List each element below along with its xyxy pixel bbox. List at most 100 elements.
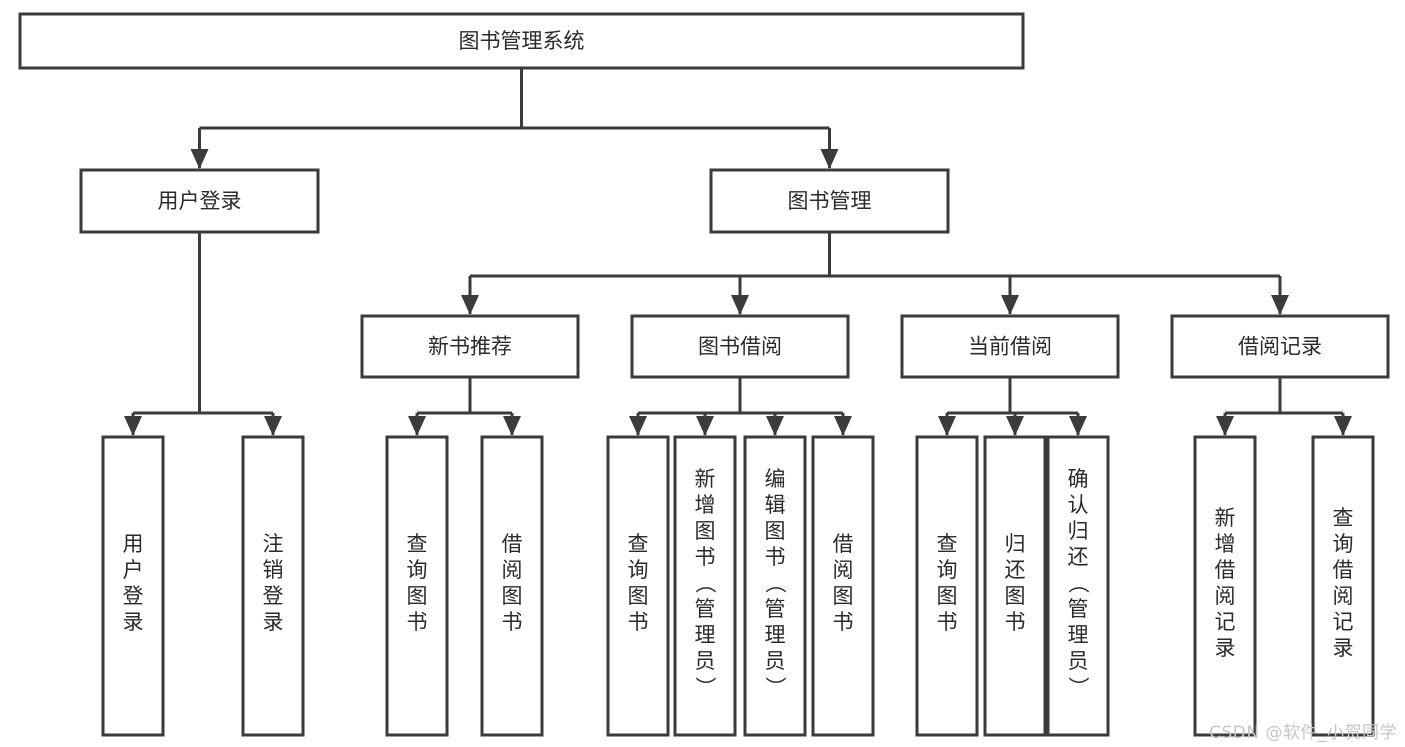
node-label-char: 新 [1215,506,1236,530]
arrow-head-icon [264,416,282,436]
node-label-char: 还 [1005,558,1026,582]
node-label-char: 增 [1215,532,1236,556]
node-label-char: 书 [407,610,428,634]
arrow-head-icon [461,295,479,315]
arrow-head-icon [190,149,209,169]
node-records[interactable]: 借阅记录 [1170,314,1390,379]
node-box [480,435,544,737]
node-label-char: 询 [407,558,428,582]
node-newbook[interactable]: 新书推荐 [360,314,580,379]
node-box [79,168,320,234]
node-label-char: 录 [123,610,144,634]
node-label-char: 书 [628,610,649,634]
node-label-char: 编 [765,467,786,491]
node-label-char: 理 [1068,623,1089,647]
node-label-char: 管 [1068,597,1089,621]
node-label-char: 图 [695,519,716,543]
node-label-char: 管 [765,597,786,621]
node-label-char: 询 [937,558,958,582]
node-label: 用户登录 [158,189,242,213]
node-root[interactable]: 图书管理系统 [18,12,1025,70]
node-label-char: 阅 [502,558,523,582]
watermark-label: CSDN @软件_小贺同学 [1209,723,1397,743]
node-label-char: 确 [1068,467,1089,491]
node-label-char: 管 [695,597,716,621]
node-label-char: 借 [1215,558,1236,582]
edges-from-records [1216,377,1352,436]
edges-from-borrow [629,377,852,436]
node-label-char: 登 [123,584,144,608]
node-label-char: 查 [937,532,958,556]
node-label-char: 查 [407,532,428,556]
node-box [1193,435,1257,737]
node-label-char: 记 [1215,610,1236,634]
node-borrow[interactable]: 图书借阅 [630,314,850,379]
node-label-char: 注 [263,532,284,556]
edges-from-current [938,377,1087,436]
node-label-char: 图 [937,584,958,608]
arrow-head-icon [503,416,521,436]
arrow-head-icon [124,416,142,436]
node-label-char: 阅 [833,558,854,582]
node-box [18,12,1025,70]
edge-layer [124,68,1352,436]
node-label-char: 户 [123,558,144,582]
node-label-char: （ [763,573,787,594]
node-label-char: 查 [1333,506,1354,530]
node-label-char: 登 [263,584,284,608]
node-box [673,435,737,737]
node-label-char: 增 [695,493,716,517]
node-box [1046,435,1110,737]
node-label-char: ） [693,677,717,698]
node-label: 图书借阅 [698,335,782,359]
node-label-char: 图 [407,584,428,608]
node-label: 图书管理 [788,189,872,213]
arrow-head-icon [1216,416,1234,436]
arrow-head-icon [766,416,784,436]
node-label-char: 用 [123,532,144,556]
node-current[interactable]: 当前借阅 [900,314,1120,379]
arrow-head-icon [938,416,956,436]
node-box [900,314,1120,379]
node-box [101,435,165,737]
node-label-char: 还 [1068,545,1089,569]
node-label-char: 员 [695,649,716,673]
arrow-head-icon [834,416,852,436]
node-label-char: 员 [765,649,786,673]
node-label-char: ） [763,677,787,698]
arrow-head-icon [408,416,426,436]
node-label-char: 图 [833,584,854,608]
node-label-char: 书 [833,610,854,634]
node-box [1170,314,1390,379]
node-label-char: 辑 [765,493,786,517]
node-label-char: 查 [628,532,649,556]
node-box [241,435,305,737]
node-label-char: 询 [628,558,649,582]
arrow-head-icon [629,416,647,436]
node-box [630,314,850,379]
node-box [606,435,670,737]
node-label-char: 理 [765,623,786,647]
node-leaf-user-login[interactable]: 用户登录 [101,435,165,737]
node-bookmgmt[interactable]: 图书管理 [709,168,950,234]
node-login[interactable]: 用户登录 [79,168,320,234]
node-box [709,168,950,234]
node-label-char: 员 [1068,649,1089,673]
node-label-char: 书 [937,610,958,634]
node-label: 当前借阅 [968,335,1052,359]
node-label-char: 销 [263,558,284,582]
arrow-head-icon [1271,295,1289,315]
